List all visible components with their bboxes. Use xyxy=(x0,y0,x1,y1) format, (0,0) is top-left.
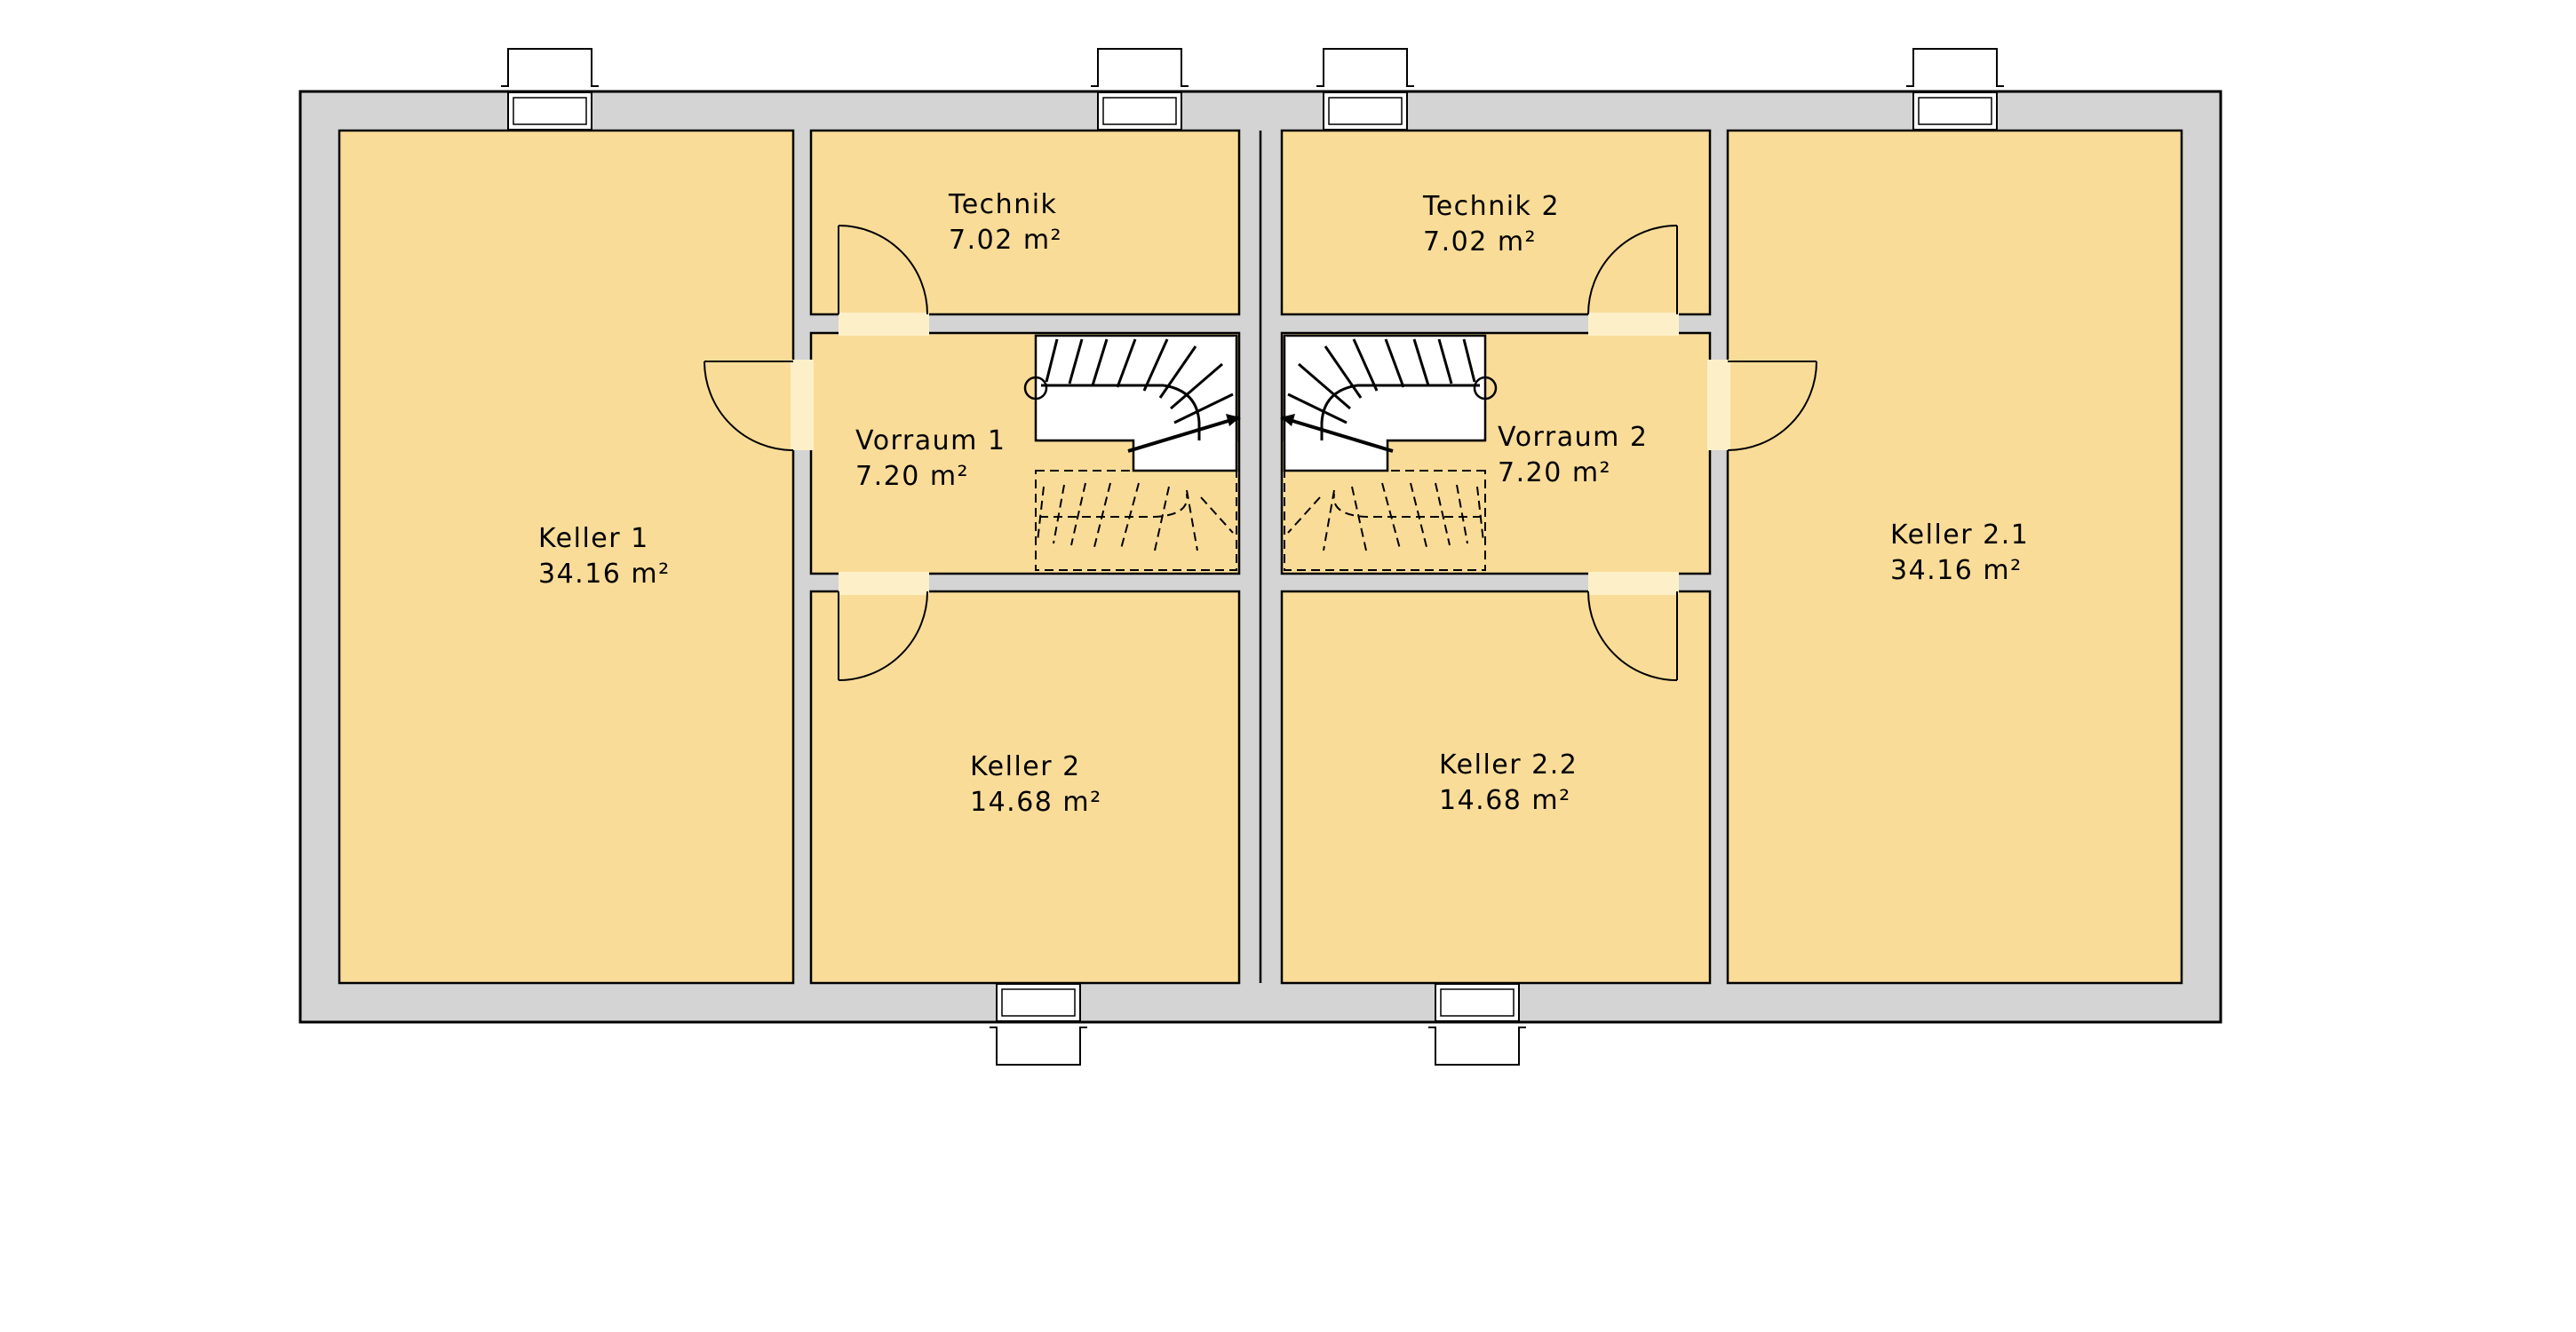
room-name-technik: Technik xyxy=(948,189,1057,220)
room-area-vorraum-2: 7.20 m² xyxy=(1498,457,1611,488)
door-openings xyxy=(791,313,1730,595)
window-top-3 xyxy=(1316,48,1414,131)
window-bottom-1 xyxy=(990,983,1087,1066)
window-bottom-2 xyxy=(1428,983,1526,1066)
room-name-keller-2-1: Keller 2.1 xyxy=(1890,519,2029,551)
room-technik xyxy=(809,129,1241,316)
staircase-1 xyxy=(1023,334,1241,571)
room-name-technik-2: Technik 2 xyxy=(1422,191,1560,222)
room-keller-1 xyxy=(338,129,795,985)
opening-technik-2 xyxy=(1588,313,1679,336)
room-area-technik-2: 7.02 m² xyxy=(1423,226,1537,258)
window-top-4 xyxy=(1906,48,2004,131)
rooms xyxy=(338,129,2183,985)
room-keller-2 xyxy=(809,590,1241,985)
room-keller-2-1 xyxy=(1726,129,2183,985)
window-top-1 xyxy=(501,48,599,131)
room-area-keller-2: 14.68 m² xyxy=(970,787,1102,818)
room-labels: Keller 1 34.16 m² Technik 7.02 m² Vorrau… xyxy=(538,189,2029,818)
staircase-2 xyxy=(1280,334,1498,571)
room-area-technik: 7.02 m² xyxy=(949,225,1062,256)
window-top-2 xyxy=(1091,48,1189,131)
room-name-vorraum-1: Vorraum 1 xyxy=(855,425,1006,456)
room-area-keller-2-1: 34.16 m² xyxy=(1890,555,2023,586)
doors xyxy=(704,225,1817,681)
opening-keller-2-2 xyxy=(1588,572,1679,595)
room-name-vorraum-2: Vorraum 2 xyxy=(1498,422,1648,453)
opening-keller-2 xyxy=(839,572,929,595)
opening-technik xyxy=(839,313,929,336)
room-name-keller-2-2: Keller 2.2 xyxy=(1439,749,1578,781)
opening-keller-2-1 xyxy=(1707,360,1730,450)
windows xyxy=(501,48,2004,1066)
room-area-keller-2-2: 14.68 m² xyxy=(1439,785,1571,816)
room-name-keller-2: Keller 2 xyxy=(970,751,1081,782)
opening-keller-1 xyxy=(791,360,814,450)
room-technik-2 xyxy=(1280,129,1712,316)
room-name-keller-1: Keller 1 xyxy=(538,523,649,554)
room-area-vorraum-1: 7.20 m² xyxy=(855,461,969,492)
room-keller-2-2 xyxy=(1280,590,1712,985)
room-area-keller-1: 34.16 m² xyxy=(538,559,671,590)
